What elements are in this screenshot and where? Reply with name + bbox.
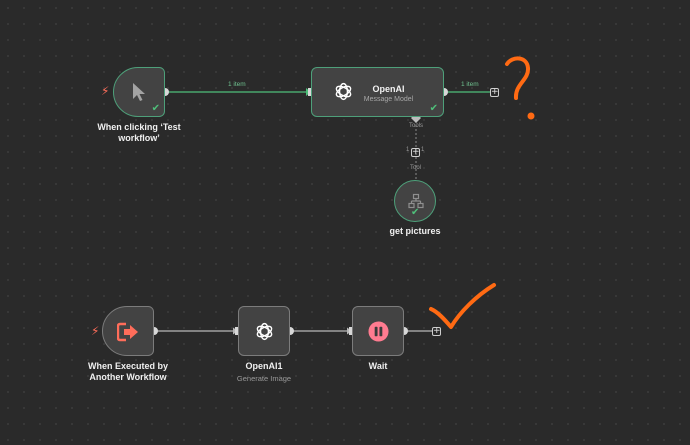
success-check-icon: ✔ <box>151 103 160 114</box>
openai-icon <box>335 82 352 101</box>
cursor-pointer-icon <box>133 83 145 101</box>
openai-node[interactable]: OpenAI Message Model ✔ <box>311 67 444 117</box>
success-check-icon: ✔ <box>411 207 420 218</box>
question-mark-annotation <box>505 56 530 100</box>
trigger-bolt-icon: ⚡ <box>101 84 110 98</box>
add-node-button[interactable]: + <box>490 87 499 97</box>
trigger2-node-label: When Executed by Another Workflow <box>87 361 168 382</box>
pause-icon <box>368 321 389 342</box>
checkmark-annotation <box>429 283 496 329</box>
handle-openai1-in <box>235 327 238 335</box>
tool-connector-label: Tool <box>410 165 422 171</box>
openai-node-title: OpenAI <box>372 84 405 94</box>
handle-wait-in <box>349 327 352 335</box>
add-tool-button[interactable]: + <box>411 147 420 157</box>
output-item-count: 1 item <box>461 81 479 88</box>
trigger-node-executed-by-workflow[interactable] <box>102 306 154 356</box>
tool-count-left: 1 <box>406 147 410 153</box>
openai1-node-label: OpenAI1 <box>245 361 283 371</box>
connection-item-count: 1 item <box>228 81 246 88</box>
tool-count-right: 1 <box>421 147 425 153</box>
add-node-button-2[interactable]: + <box>432 326 441 336</box>
openai-icon <box>256 322 273 341</box>
tools-connector-label: Tools <box>409 123 424 129</box>
trigger-node-manual[interactable]: ✔ <box>113 67 165 117</box>
trigger-node-label: When clicking ‘Test workflow’ <box>97 122 181 143</box>
tool-node-get-pictures[interactable]: ✔ <box>394 180 436 222</box>
sitemap-icon <box>408 193 424 209</box>
sign-out-icon <box>117 322 138 342</box>
wait-node-label: Wait <box>368 361 388 371</box>
trigger-bolt-icon: ⚡ <box>91 324 100 338</box>
wait-node[interactable] <box>352 306 404 356</box>
openai1-node-subtitle: Generate Image <box>236 374 292 383</box>
handle-openai-in <box>308 88 311 96</box>
openai1-node[interactable] <box>238 306 290 356</box>
tool-node-label: get pictures <box>389 226 441 236</box>
question-mark-dot <box>527 112 535 120</box>
openai-node-subtitle: Message Model <box>363 96 414 103</box>
success-check-icon: ✔ <box>429 103 438 114</box>
